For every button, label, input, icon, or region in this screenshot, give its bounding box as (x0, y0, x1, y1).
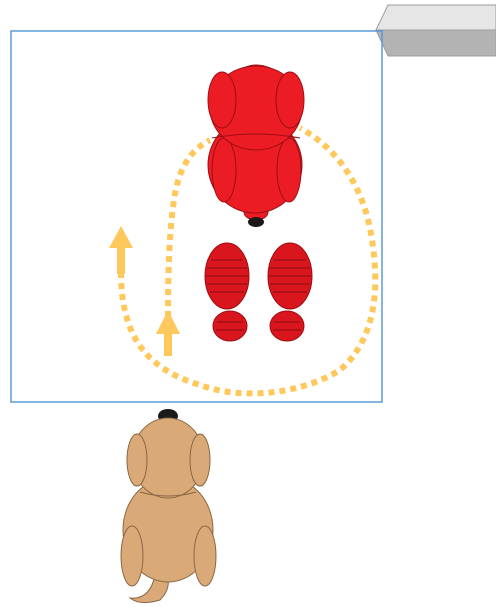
inner-path (168, 140, 210, 328)
red-dog-icon (208, 65, 304, 227)
gray-block-icon (376, 5, 496, 56)
area-frame (11, 31, 382, 402)
brown-dog-icon (121, 409, 216, 603)
left-foot (205, 243, 249, 341)
arrow-up-icon (156, 310, 180, 356)
right-foot (268, 243, 312, 341)
footprints-icon (205, 243, 312, 341)
arrow-up-icon (109, 226, 133, 274)
